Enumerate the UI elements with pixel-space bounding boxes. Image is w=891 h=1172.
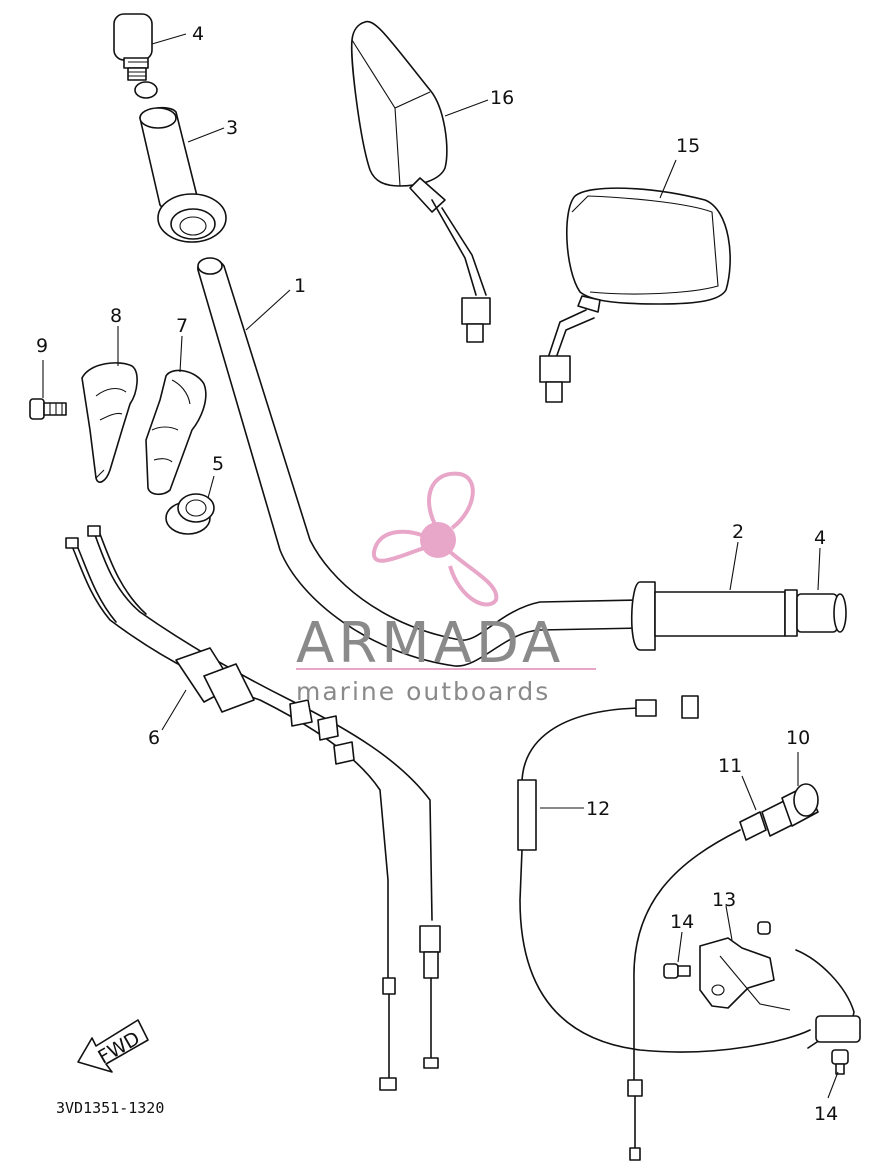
callout-1: 1 (294, 275, 306, 297)
propeller-logo-icon (372, 471, 499, 607)
watermark-rule (296, 668, 596, 670)
callout-8: 8 (110, 305, 122, 327)
part-13-bracket (699, 937, 861, 1049)
callout-4-right: 4 (814, 527, 826, 549)
part-1-handlebar (197, 257, 643, 667)
callout-16: 16 (490, 87, 514, 109)
callout-13: 13 (712, 889, 736, 911)
part-6-throttle-cables (65, 525, 441, 1091)
callout-10: 10 (786, 727, 810, 749)
callouts: 4 3 1 16 15 9 8 7 5 6 2 4 12 11 10 13 14… (36, 23, 838, 1125)
callout-7: 7 (176, 315, 188, 337)
fwd-arrow: FWD (77, 1019, 149, 1073)
callout-3: 3 (226, 117, 238, 139)
part-12-cable (517, 695, 811, 1053)
part-15-mirror-right (539, 187, 731, 403)
diagram-code: 3VD1351-1320 (56, 1099, 164, 1117)
callout-14-left: 14 (670, 911, 694, 933)
watermark-brand: ARMADA (296, 611, 564, 676)
part-5-collar (165, 493, 215, 535)
callout-2: 2 (732, 521, 744, 543)
callout-6: 6 (148, 727, 160, 749)
callout-9: 9 (36, 335, 48, 357)
callout-11: 11 (718, 755, 742, 777)
part-4-bar-end-left (113, 13, 158, 99)
callout-4-top: 4 (192, 23, 204, 45)
watermark: ARMADA marine outboards (296, 471, 596, 706)
callout-5: 5 (212, 453, 224, 475)
part-7-holder (145, 369, 207, 496)
part-8-holder (81, 362, 138, 483)
callout-14-bottom: 14 (814, 1103, 838, 1125)
part-2-grip-right (630, 581, 847, 651)
leader-lines (42, 33, 839, 1099)
callout-12: 12 (586, 798, 610, 820)
part-16-mirror-left (350, 20, 491, 343)
callout-15: 15 (676, 135, 700, 157)
part-11-10-cable (627, 783, 819, 1161)
part-3-grip (139, 106, 227, 243)
watermark-tagline: marine outboards (296, 677, 550, 706)
part-9-bolt (29, 398, 67, 420)
part-14-bolts (663, 921, 849, 1075)
